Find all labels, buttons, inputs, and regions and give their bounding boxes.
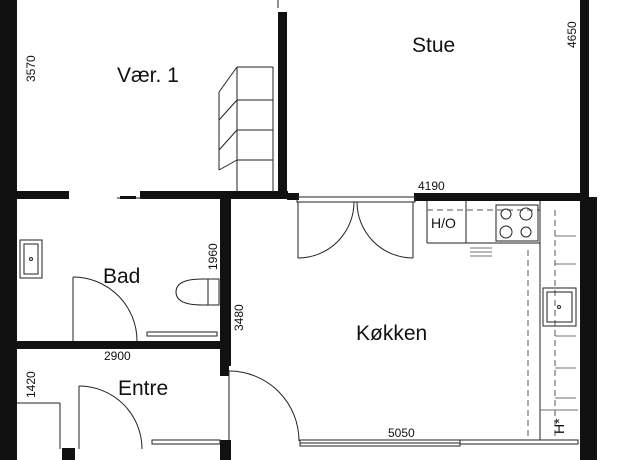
door-kitchen-double: [296, 196, 416, 259]
wall-bottom-left: [62, 448, 75, 460]
dimension-3570: 3570: [24, 55, 38, 82]
room-label-vaer1: Vær. 1: [117, 64, 179, 87]
dimension-1420: 1420: [24, 371, 38, 398]
dimension-5050: 5050: [388, 426, 415, 440]
wall-vaer1-bottom-left: [17, 191, 69, 199]
entre-fixtures: [17, 370, 300, 450]
kitchen-window: [299, 439, 579, 447]
wall-entre-kitchen: [220, 348, 229, 376]
wall-bottom-stub: [220, 440, 231, 460]
door-vaer1: [117, 196, 142, 199]
kitchen-sink: [542, 287, 577, 327]
wardrobe-symbol: [218, 66, 274, 192]
hob: [495, 204, 539, 242]
bath-fixtures: [19, 239, 220, 342]
wall-vaer1-stue: [278, 12, 287, 194]
toilet: [175, 278, 220, 306]
wall-kitchen-top-left: [287, 193, 299, 200]
dimension-4650: 4650: [565, 21, 579, 48]
bath-sink: [19, 239, 43, 279]
room-label-stue: Stue: [412, 34, 455, 57]
ho-label: H/O: [431, 215, 456, 231]
dimension-2900: 2900: [104, 349, 131, 363]
wall-bath-entre: [17, 341, 229, 349]
wall-right-outer: [580, 197, 597, 460]
dimension-3480: 3480: [232, 304, 246, 331]
wall-left-outer: [0, 0, 17, 460]
room-label-kokken: Køkken: [356, 322, 427, 345]
wall-vaer1-bottom-right: [140, 191, 288, 199]
kitchen-counter: [426, 201, 578, 440]
dimension-1960: 1960: [206, 243, 220, 270]
walls: [0, 0, 597, 460]
room-label-entre: Entre: [118, 377, 168, 400]
wall-right-stue: [580, 0, 589, 200]
dimension-4190: 4190: [418, 179, 445, 193]
wall-bath-kitchen: [220, 198, 231, 366]
room-label-bad: Bad: [103, 265, 140, 288]
h-star-label: H*: [551, 418, 567, 434]
wall-kitchen-top-right: [414, 193, 584, 201]
